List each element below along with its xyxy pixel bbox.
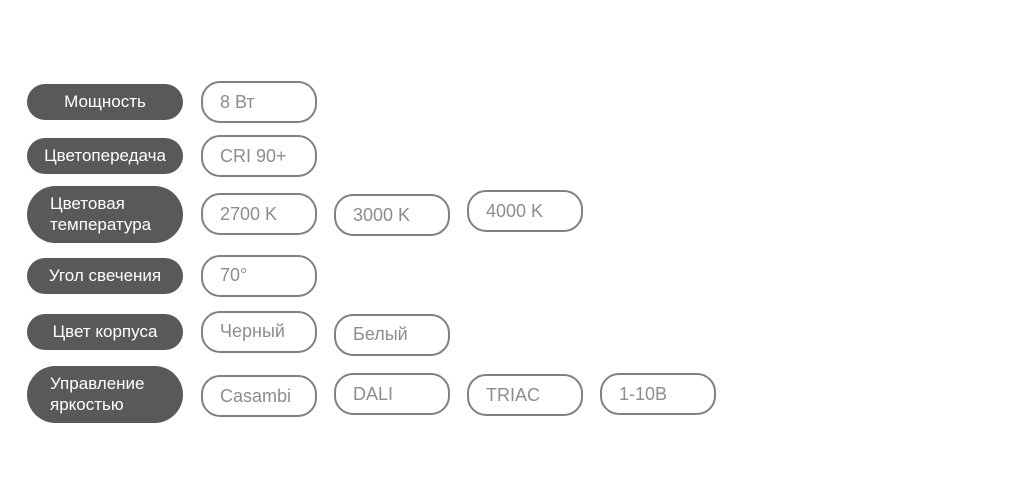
option-chip-dali[interactable]: DALI <box>334 373 450 416</box>
option-chip-3000k[interactable]: 3000 K <box>334 194 450 237</box>
option-chip-70deg[interactable]: 70° <box>201 254 317 297</box>
option-chip-4000k[interactable]: 4000 K <box>467 190 583 233</box>
spec-row-color-temperature: Цветовая температура 2700 K 3000 K 4000 … <box>27 186 716 243</box>
spec-label-power: Мощность <box>27 84 183 120</box>
option-chip-triac[interactable]: TRIAC <box>467 374 583 417</box>
option-chip-1-10v[interactable]: 1-10В <box>600 373 716 416</box>
spec-row-beam-angle: Угол свечения 70° <box>27 254 716 297</box>
option-chip-white[interactable]: Белый <box>334 313 450 356</box>
spec-values-dimming-control: Casambi DALI TRIAC 1-10В <box>201 373 716 418</box>
spec-row-power: Мощность 8 Вт <box>27 81 716 123</box>
spec-row-dimming-control: Управление яркостью Casambi DALI TRIAC 1… <box>27 365 716 423</box>
option-chip-casambi[interactable]: Casambi <box>201 375 317 418</box>
spec-label-beam-angle: Угол свечения <box>27 257 183 294</box>
option-chip-black[interactable]: Черный <box>201 310 317 353</box>
spec-label-dimming-control: Управление яркостью <box>27 365 183 423</box>
option-chip-cri90[interactable]: CRI 90+ <box>201 135 317 177</box>
spec-values-color-rendering: CRI 90+ <box>201 135 317 177</box>
product-spec-table: Мощность 8 Вт Цветопередача CRI 90+ Цвет… <box>27 81 716 423</box>
spec-label-color-rendering: Цветопередача <box>27 138 183 174</box>
spec-label-housing-color: Цвет корпуса <box>27 313 183 350</box>
spec-row-color-rendering: Цветопередача CRI 90+ <box>27 135 716 177</box>
spec-values-power: 8 Вт <box>201 81 317 123</box>
option-chip-2700k[interactable]: 2700 K <box>201 193 317 236</box>
spec-row-housing-color: Цвет корпуса Черный Белый <box>27 310 716 356</box>
spec-values-color-temperature: 2700 K 3000 K 4000 K <box>201 190 583 237</box>
option-chip-8w[interactable]: 8 Вт <box>201 81 317 123</box>
spec-label-color-temperature: Цветовая температура <box>27 186 183 243</box>
spec-values-housing-color: Черный Белый <box>201 310 450 356</box>
spec-values-beam-angle: 70° <box>201 254 317 297</box>
